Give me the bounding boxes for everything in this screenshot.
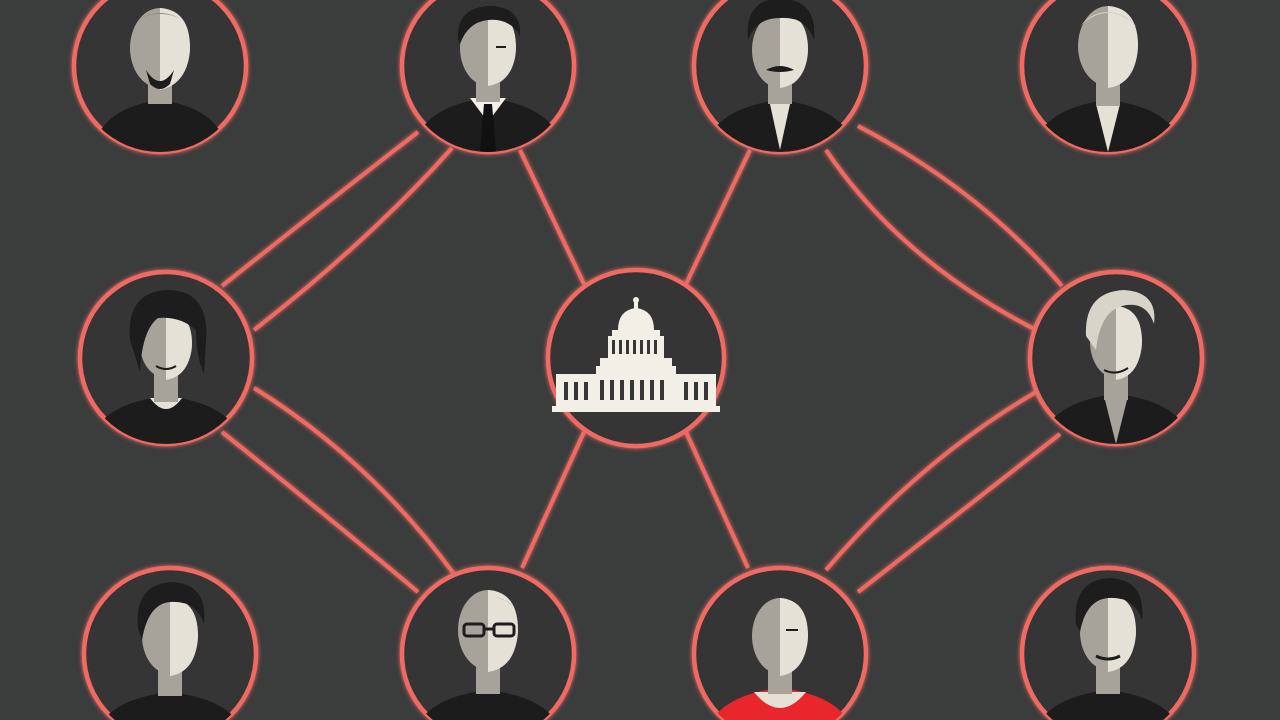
woman-short-hair-icon xyxy=(1040,290,1192,444)
node-bottom-right-outer xyxy=(1019,565,1197,720)
woman-bob-hair-icon xyxy=(90,290,242,444)
link-top-left-inner-middle-left-b xyxy=(252,146,454,332)
link-top-right-inner-middle-right xyxy=(824,148,1037,332)
node-top-right-inner xyxy=(691,0,869,155)
man-mustache-icon xyxy=(704,0,856,152)
man-glasses-icon xyxy=(412,590,564,720)
link-top-left-inner-center xyxy=(518,149,586,285)
capitol-building-icon xyxy=(552,297,720,412)
node-middle-right xyxy=(1027,269,1205,447)
node-bottom-right-inner xyxy=(691,565,869,720)
link-middle-left-bottom-left-inner xyxy=(252,386,456,576)
node-middle-left xyxy=(77,269,255,447)
link-middle-left-bottom-left-outer xyxy=(220,430,420,594)
man-bald-goatee-icon xyxy=(92,8,228,152)
link-center-bottom-right-inner xyxy=(684,431,750,569)
link-top-left-inner-middle-left-a xyxy=(220,130,420,288)
man-short-hair-icon xyxy=(94,582,246,720)
link-center-bottom-left-inner xyxy=(520,431,586,569)
link-top-right-outer-middle-right xyxy=(857,124,1064,288)
node-center xyxy=(545,267,727,449)
node-bottom-left-outer xyxy=(81,565,259,720)
man-dark-hair-icon xyxy=(1032,578,1184,720)
node-bottom-left-inner xyxy=(399,565,577,720)
node-top-left-outer xyxy=(71,0,249,155)
link-middle-right-bottom-right-inner xyxy=(824,390,1038,572)
woman-bald-red-top-icon xyxy=(704,598,856,720)
link-middle-right-bottom-right-outer xyxy=(856,432,1062,594)
link-top-right-inner-center xyxy=(684,149,752,285)
man-suit-tie-icon xyxy=(412,6,564,152)
man-bald-icon xyxy=(1032,6,1184,152)
connection-lines xyxy=(220,64,1064,656)
node-top-left-inner xyxy=(399,0,577,155)
node-top-right-outer xyxy=(1019,0,1197,155)
